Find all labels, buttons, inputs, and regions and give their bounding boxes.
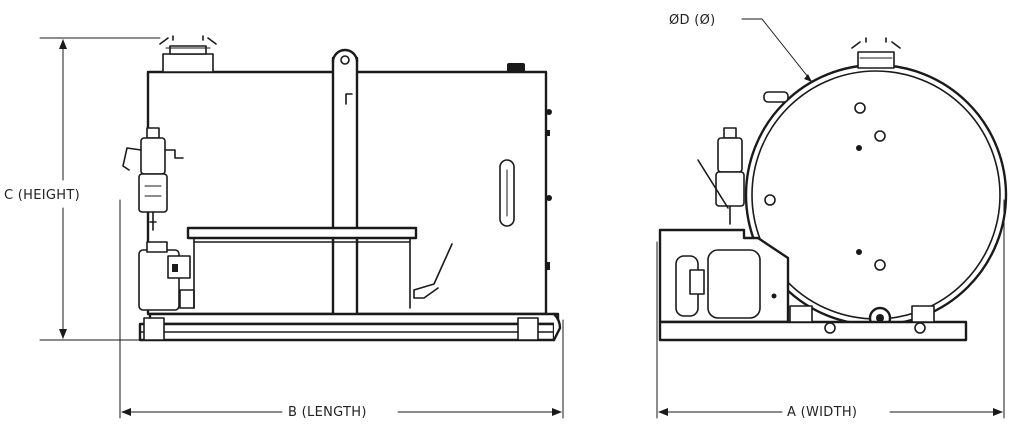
side-view [122, 35, 562, 342]
lever [413, 243, 453, 299]
right-fittings [545, 109, 552, 270]
skid-base [138, 312, 562, 342]
width-dimension: A (WIDTH) [656, 199, 1005, 420]
height-label: C (HEIGHT) [4, 188, 80, 203]
diameter-callout: ØD (Ø) [669, 13, 813, 83]
filter-assembly [122, 127, 184, 231]
drip-tray [186, 226, 418, 309]
length-dimension: B (LENGTH) [119, 199, 564, 420]
pipe-stub [763, 91, 789, 103]
diameter-label: ØD (Ø) [669, 13, 716, 28]
front-base [658, 228, 968, 342]
pump-motor [138, 241, 195, 311]
front-view [658, 37, 1008, 342]
vent-cap [507, 63, 525, 72]
top-fill-port [159, 35, 217, 73]
front-top-fitting [851, 37, 901, 69]
sight-gauge [499, 159, 515, 227]
hoist-post [331, 48, 359, 322]
width-label: A (WIDTH) [787, 405, 857, 420]
length-label: B (LENGTH) [288, 405, 367, 420]
front-filter [697, 127, 745, 225]
height-dimension: C (HEIGHT) [4, 37, 161, 341]
